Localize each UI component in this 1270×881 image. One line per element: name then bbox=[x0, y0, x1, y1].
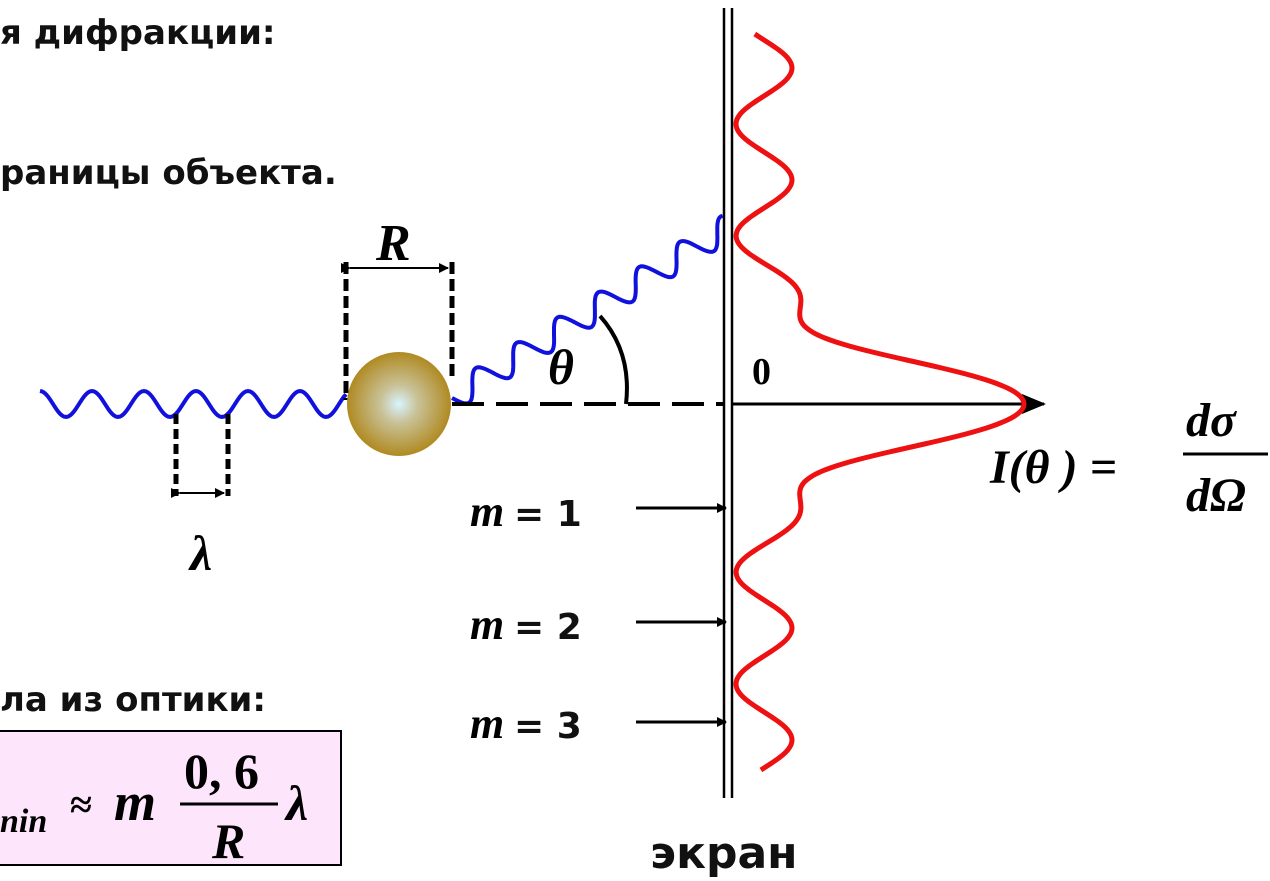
minimum-1-m: m bbox=[470, 487, 504, 536]
formula-denominator: R bbox=[211, 813, 245, 869]
intensity-denominator: dΩ bbox=[1186, 469, 1246, 522]
formula-numerator: 0, 6 bbox=[184, 743, 259, 799]
intensity-lhs: I(θ ) = bbox=[989, 441, 1117, 494]
zero-label: 0 bbox=[752, 351, 771, 393]
intensity-curve bbox=[733, 31, 1027, 773]
header-line-1: я дифракции: bbox=[0, 13, 276, 53]
theta-label: θ bbox=[548, 339, 574, 395]
theta-arc bbox=[598, 314, 629, 405]
formula-subscript: nin bbox=[0, 803, 47, 840]
minimum-3-value: = 3 bbox=[514, 706, 582, 747]
optics-heading: ла из оптики: bbox=[0, 680, 266, 720]
formula-lambda: λ bbox=[284, 775, 308, 831]
formula-m: m bbox=[114, 772, 156, 832]
minimum-2-value: = 2 bbox=[514, 607, 582, 648]
formula-box bbox=[0, 730, 342, 866]
lambda-label: λ bbox=[188, 525, 212, 581]
scattering-sphere bbox=[347, 352, 451, 456]
minimum-label-3: m = 3 bbox=[470, 699, 727, 748]
R-label: R bbox=[375, 215, 411, 272]
intensity-numerator: dσ bbox=[1186, 394, 1237, 447]
minimum-3-m: m bbox=[470, 699, 504, 748]
screen-label: экран bbox=[650, 828, 798, 879]
formula-approx: ≈ bbox=[70, 782, 92, 827]
minimum-label-2: m = 2 bbox=[470, 600, 727, 649]
minimum-1-value: = 1 bbox=[514, 494, 582, 535]
incident-wave bbox=[39, 388, 348, 420]
minimum-2-m: m bbox=[470, 600, 504, 649]
scattered-wave bbox=[451, 213, 724, 406]
header-line-2: раницы объекта. bbox=[0, 153, 337, 193]
minimum-label-1: m = 1 bbox=[470, 487, 727, 536]
